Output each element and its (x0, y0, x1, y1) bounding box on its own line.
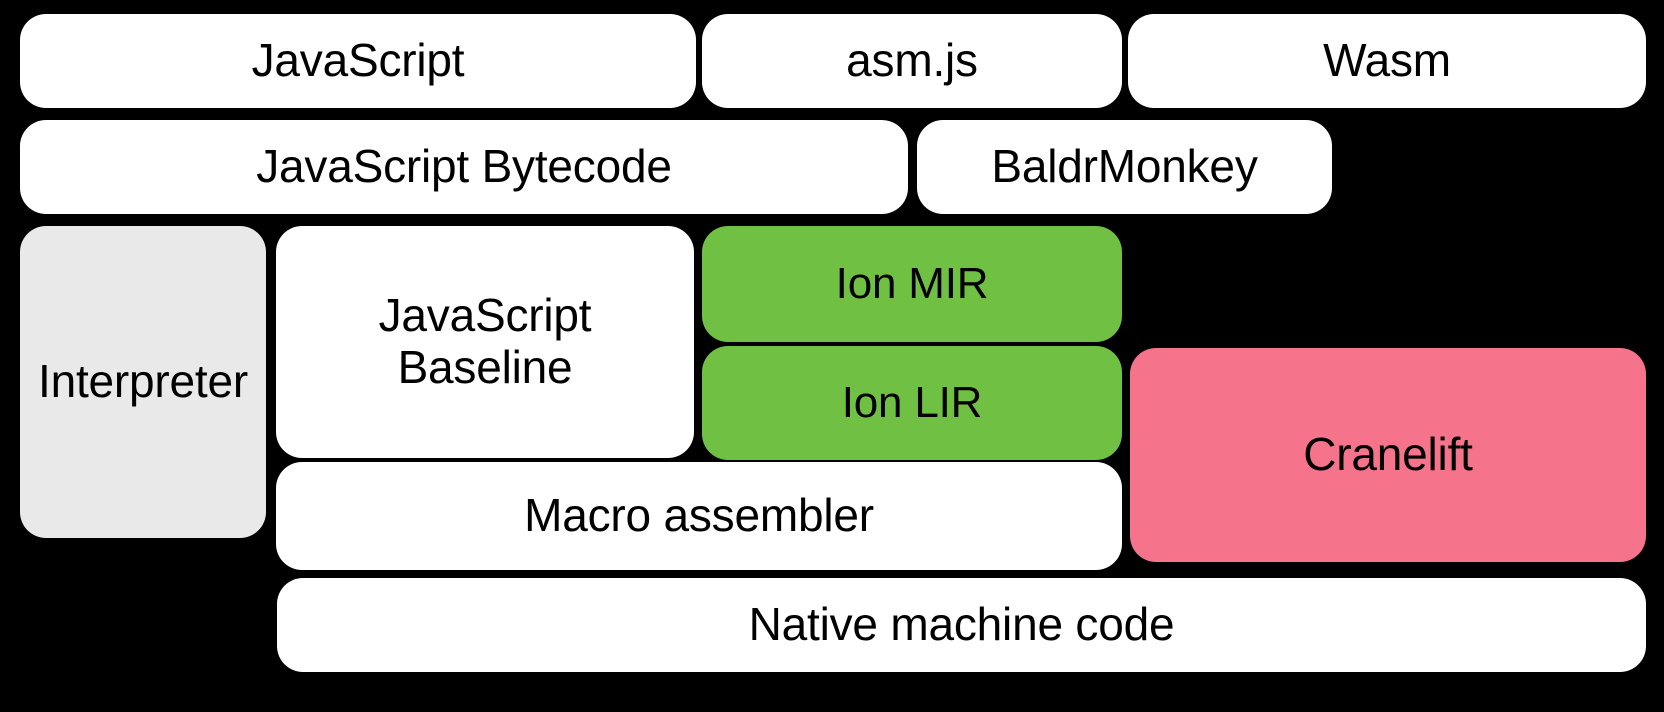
node-native-machine-code[interactable]: Native machine code (277, 578, 1646, 672)
node-interpreter[interactable]: Interpreter (20, 226, 266, 538)
node-javascript-bytecode[interactable]: JavaScript Bytecode (20, 120, 908, 214)
node-javascript[interactable]: JavaScript (20, 14, 696, 108)
node-macro-assembler[interactable]: Macro assembler (276, 462, 1122, 570)
node-ion-mir[interactable]: Ion MIR (702, 226, 1122, 342)
node-cranelift[interactable]: Cranelift (1130, 348, 1646, 562)
node-baldrmonkey[interactable]: BaldrMonkey (917, 120, 1332, 214)
node-ion-lir[interactable]: Ion LIR (702, 346, 1122, 460)
node-asm-js[interactable]: asm.js (702, 14, 1122, 108)
node-javascript-baseline[interactable]: JavaScript Baseline (276, 226, 694, 458)
node-wasm[interactable]: Wasm (1128, 14, 1646, 108)
